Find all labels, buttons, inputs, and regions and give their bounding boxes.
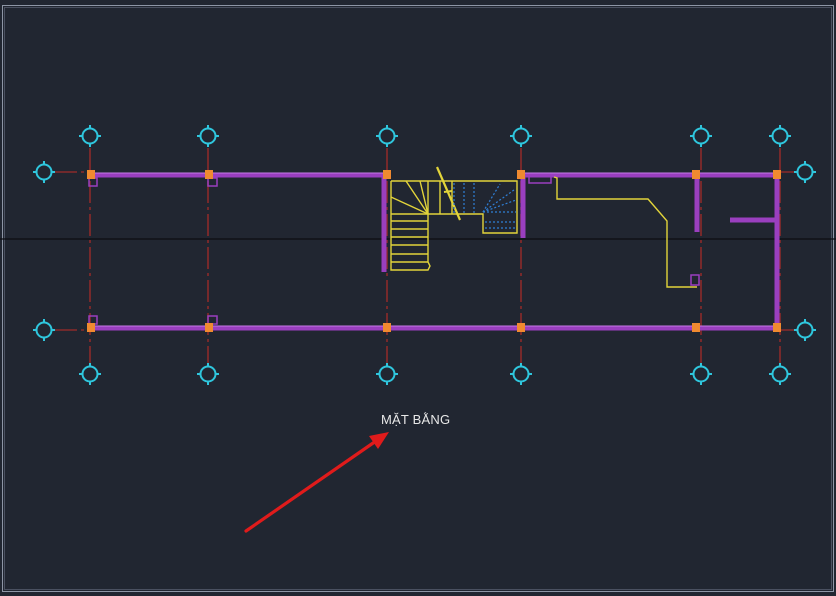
walls-inner-lines: [90, 172, 780, 327]
grid-bubble-icon: [510, 125, 532, 147]
grid-bubble-icon: [690, 125, 712, 147]
grid-bubble-icon: [769, 363, 791, 385]
walls: [90, 172, 780, 331]
grid-bubble-icon: [33, 319, 55, 341]
grid-bubble-icon: [33, 161, 55, 183]
drawing-title-label: MẶT BẰNG: [381, 412, 451, 427]
grid-bubble-icon: [376, 363, 398, 385]
grid-bubble-icon: [79, 363, 101, 385]
grid-bubble-icon: [79, 125, 101, 147]
columns: [87, 170, 781, 332]
annotation-arrow-icon: [244, 432, 389, 533]
grid-bubble-icon: [690, 363, 712, 385]
layout-frame-border: [2, 5, 834, 592]
grid-bubble-icon: [510, 363, 532, 385]
grid-bubble-icon: [197, 363, 219, 385]
grid-bubble-icon: [794, 319, 816, 341]
grid-bubble-icon: [794, 161, 816, 183]
staircase-hidden-lines: [453, 183, 517, 229]
staircase: [390, 166, 697, 288]
grid-axes-horizontal: [55, 171, 795, 331]
grid-bubble-icon: [769, 125, 791, 147]
grid-bubble-icon: [376, 125, 398, 147]
grid-bubbles: [33, 125, 816, 385]
grid-bubble-icon: [197, 125, 219, 147]
